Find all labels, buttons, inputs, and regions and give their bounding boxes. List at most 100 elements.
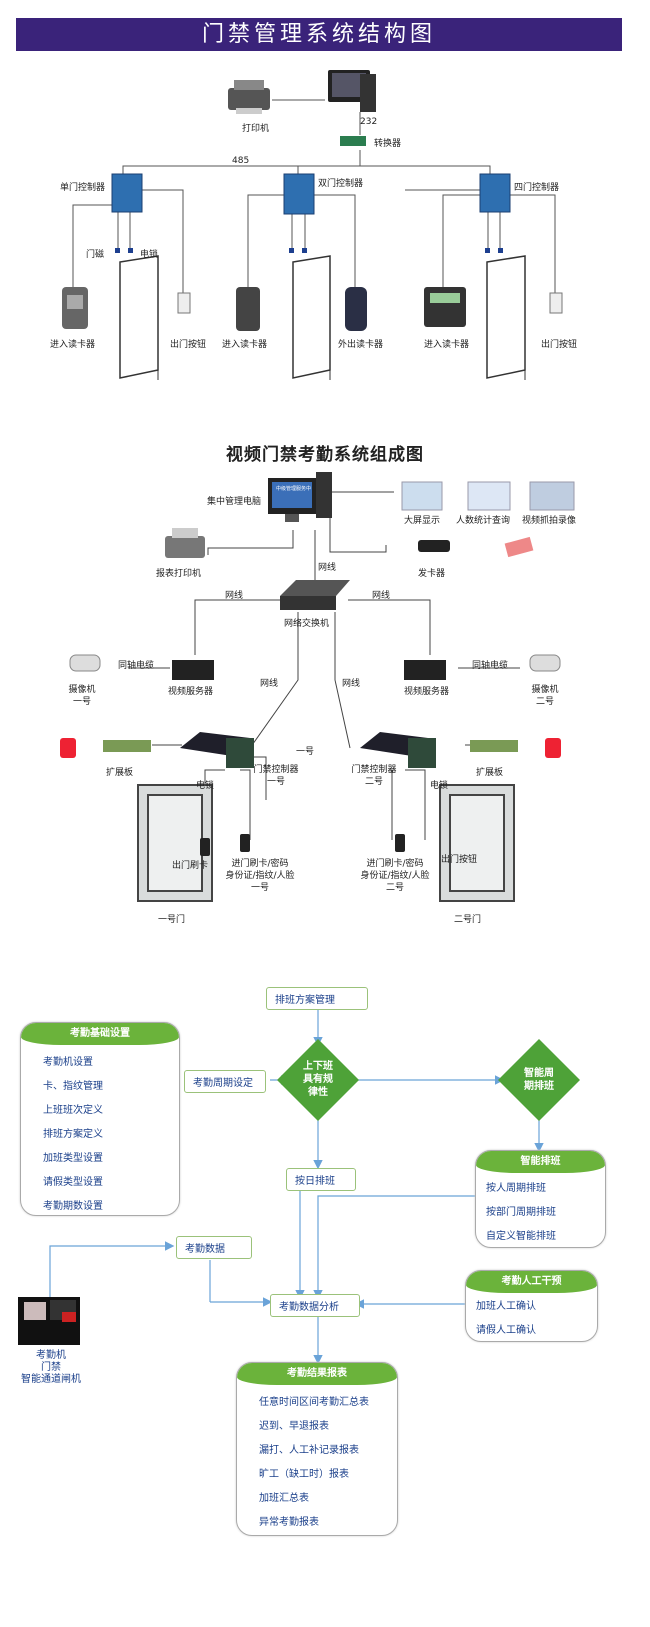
expansion-board-2-icon (470, 740, 518, 752)
results-item[interactable]: 任意时间区间考勤汇总表 (259, 1397, 369, 1408)
switch-label: 网络交换机 (284, 619, 330, 629)
basic-settings-title: 考勤基础设置 (21, 1023, 179, 1045)
lock-label: 电锁 (140, 250, 159, 260)
smart-cycle-text: 智能周 期排班 (524, 1068, 554, 1092)
people-stats-label: 人数统计查询 (456, 516, 511, 526)
single-door-controller-icon (111, 173, 143, 213)
alarm-1-icon (60, 738, 76, 758)
results-panel: 考勤结果报表 任意时间区间考勤汇总表 迟到、早退报表 漏打、人工补记录报表 旷工… (236, 1362, 398, 1536)
screen-text: 中级管理服务中 (276, 486, 312, 492)
period-setting-note[interactable]: 考勤周期设定 (184, 1070, 266, 1093)
central-pc-icon (268, 472, 332, 522)
smart-shift-item[interactable]: 按人周期排班 (486, 1183, 546, 1194)
smart-shift-item[interactable]: 按部门周期排班 (486, 1207, 556, 1218)
video-capture-label: 视频抓拍录像 (522, 516, 577, 526)
door-2-icon (439, 784, 515, 902)
lock-label-1: 电锁 (196, 781, 215, 791)
report-printer-label: 报表打印机 (156, 569, 202, 579)
results-item[interactable]: 旷工（缺工时）报表 (259, 1469, 349, 1480)
big-screen-thumbnail (401, 481, 443, 511)
entry-2-label: 进门刷卡/密码 身份证/指纹/人脸 二号 (360, 859, 430, 893)
one-label: 一号 (296, 747, 315, 757)
attendance-terminal-icon (18, 1297, 80, 1345)
access-controller-2-label: 门禁控制器 二号 (351, 765, 397, 787)
printer-icon (228, 80, 270, 114)
attendance-data-note[interactable]: 考勤数据 (176, 1236, 252, 1259)
exit-reader-icon (345, 287, 367, 331)
device-label: 考勤机 门禁 智能通道闸机 (21, 1350, 81, 1385)
regularity-decision-text: 上下班 具有规 律性 (303, 1061, 333, 1098)
report-printer-icon (165, 528, 205, 558)
daily-shift-note[interactable]: 按日排班 (286, 1168, 356, 1191)
manual-panel: 考勤人工干预 加班人工确认 请假人工确认 (465, 1270, 598, 1342)
net-cable-label-1: 网线 (318, 563, 337, 573)
exit-card-label: 出门刷卡 (172, 861, 209, 871)
central-pc-label: 集中管理电脑 (207, 497, 262, 507)
exit-card-reader-icon (200, 838, 210, 856)
structure-diagram-title: 门禁管理系统结构图 (16, 18, 622, 51)
analysis-note[interactable]: 考勤数据分析 (270, 1294, 360, 1317)
net-cable-label-2: 网线 (225, 591, 244, 601)
single-door-controller-label: 单门控制器 (60, 183, 106, 193)
camera-2-icon (529, 654, 561, 672)
video-server-2-icon (404, 660, 446, 680)
basic-settings-item[interactable]: 考勤期数设置 (43, 1201, 103, 1212)
smart-shift-item[interactable]: 自定义智能排班 (486, 1231, 556, 1242)
coax-label-2: 同轴电缆 (472, 661, 509, 671)
results-title: 考勤结果报表 (237, 1363, 397, 1385)
entry-reader-3-label: 进入读卡器 (424, 340, 470, 350)
net-cable-label-4: 网线 (260, 679, 279, 689)
entry-reader-2-icon (395, 834, 405, 852)
manual-item[interactable]: 请假人工确认 (476, 1325, 536, 1336)
alarm-2-icon (545, 738, 561, 758)
camera-2-label: 摄像机 二号 (531, 685, 559, 707)
exit-reader-label: 外出读卡器 (338, 340, 384, 350)
door-magnet-label: 门磁 (86, 250, 105, 260)
exit-button-2-label: 出门按钮 (541, 340, 578, 350)
four-door-controller-icon (479, 173, 511, 213)
card-issuer-icon (418, 540, 450, 552)
computer-icon (328, 70, 376, 112)
rs232-label: 232 (360, 117, 378, 127)
basic-settings-item[interactable]: 卡、指纹管理 (43, 1081, 103, 1092)
door-1-label: 一号门 (158, 915, 186, 925)
basic-settings-item[interactable]: 排班方案定义 (43, 1129, 103, 1140)
access-controller-2-icon (360, 732, 436, 768)
lock-label-2: 电锁 (430, 781, 449, 791)
access-controller-1-icon (180, 732, 254, 768)
four-door-controller-label: 四门控制器 (514, 183, 560, 193)
rs485-label: 485 (232, 156, 250, 166)
expansion-board-1-icon (103, 740, 151, 752)
double-door-controller-icon (283, 173, 315, 215)
manual-item[interactable]: 加班人工确认 (476, 1301, 536, 1312)
expansion-board-1-label: 扩展板 (106, 768, 134, 778)
results-item[interactable]: 漏打、人工补记录报表 (259, 1445, 359, 1456)
results-item[interactable]: 加班汇总表 (259, 1493, 309, 1504)
entry-1-label: 进门刷卡/密码 身份证/指纹/人脸 一号 (225, 859, 295, 893)
exit-button-label: 出门按钮 (441, 855, 478, 865)
basic-settings-item[interactable]: 上班班次定义 (43, 1105, 103, 1116)
basic-settings-item[interactable]: 考勤机设置 (43, 1057, 93, 1068)
smart-shift-panel: 智能排班 按人周期排班 按部门周期排班 自定义智能排班 (475, 1150, 606, 1248)
exit-button-1-label: 出门按钮 (170, 340, 207, 350)
printer-label: 打印机 (242, 124, 270, 134)
entry-reader-1-label: 进入读卡器 (50, 340, 96, 350)
shift-plan-note[interactable]: 排班方案管理 (266, 987, 368, 1010)
section1-doors (119, 255, 526, 379)
door-1-icon (137, 784, 213, 902)
double-door-controller-label: 双门控制器 (318, 179, 364, 189)
video-capture-thumbnail (529, 481, 575, 511)
section2-wires (128, 491, 520, 840)
access-controller-1-label: 门禁控制器 一号 (253, 765, 299, 787)
converter-label: 转换器 (374, 139, 402, 149)
section1-wires (72, 99, 556, 293)
basic-settings-item[interactable]: 加班类型设置 (43, 1153, 103, 1164)
big-screen-label: 大屏显示 (404, 516, 441, 526)
results-item[interactable]: 迟到、早退报表 (259, 1421, 329, 1432)
basic-settings-item[interactable]: 请假类型设置 (43, 1177, 103, 1188)
results-item[interactable]: 异常考勤报表 (259, 1517, 319, 1528)
exit-button-icon (177, 292, 191, 314)
video-server-1-label: 视频服务器 (168, 687, 214, 697)
composition-diagram-title: 视频门禁考勤系统组成图 (226, 445, 424, 465)
